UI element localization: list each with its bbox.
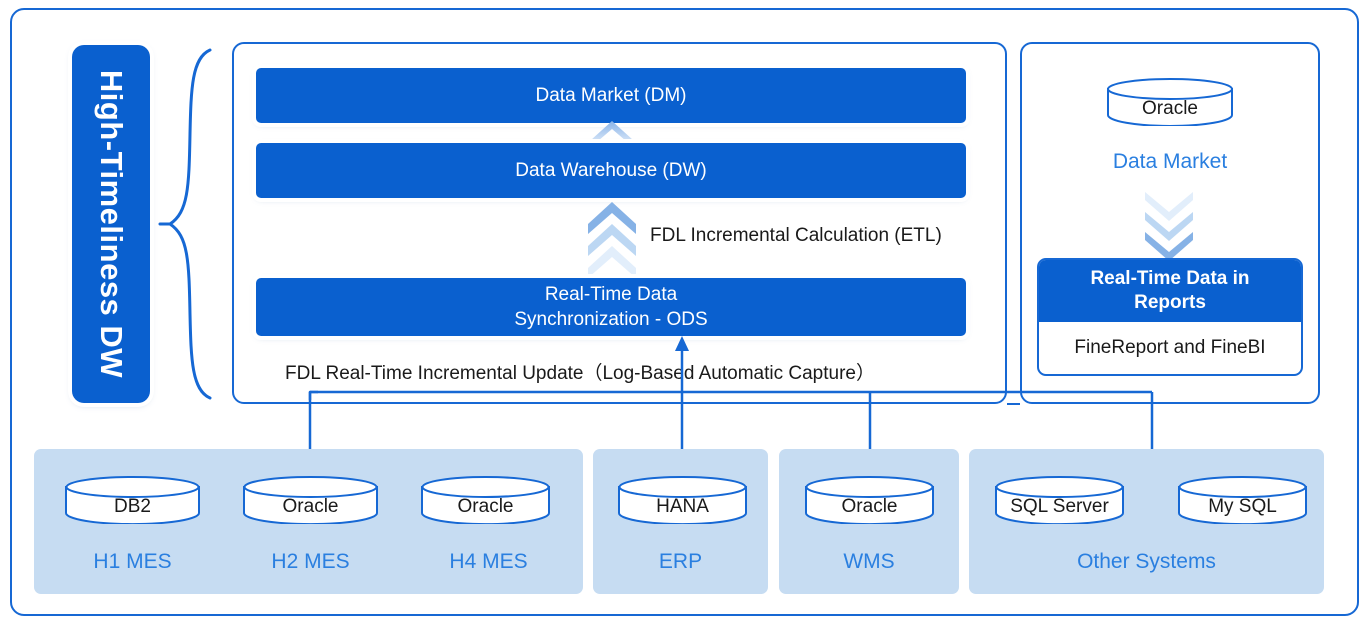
layer-data-warehouse-label: Data Warehouse (DW) (515, 160, 707, 181)
source-title-h4-mes: H4 MES (449, 550, 528, 573)
chevron-down-stack-icon (1145, 192, 1193, 258)
card-title-line2: Reports (1134, 292, 1206, 313)
etl-label: FDL Incremental Calculation (ETL) (650, 225, 942, 246)
layer-data-warehouse[interactable]: Data Warehouse (DW) (256, 143, 966, 198)
h4-db-label: Oracle (458, 496, 514, 517)
other-db-label-2: My SQL (1208, 496, 1277, 517)
card-title-line1: Real-Time Data in (1090, 268, 1250, 289)
source-title-h1-mes: H1 MES (93, 550, 172, 573)
database-cylinder-icon-h2: Oracle (243, 476, 378, 524)
fdl-realtime-label: FDL Real-Time Incremental Update（Log-Bas… (285, 363, 875, 384)
database-cylinder-icon-erp: HANA (618, 476, 747, 524)
database-cylinder-icon-h1: DB2 (65, 476, 200, 524)
source-title-wms: WMS (843, 550, 895, 573)
chevron-up-icon-dm-dw (591, 121, 633, 147)
h1-db-label: DB2 (114, 496, 151, 517)
realtime-reports-card-body: FineReport and FineBI (1074, 337, 1266, 358)
curly-brace-icon (158, 48, 212, 400)
layer-data-market[interactable]: Data Market (DM) (256, 68, 966, 123)
database-cylinder-icon-dm-oracle: Oracle (1107, 78, 1233, 126)
high-timeliness-dw-banner: High-Timeliness DW (72, 45, 150, 403)
layer-ods[interactable]: Real-Time Data Synchronization - ODS (256, 278, 966, 336)
database-cylinder-icon-h4: Oracle (421, 476, 550, 524)
layer-data-market-label: Data Market (DM) (535, 85, 687, 106)
layer-ods-label-line2: Synchronization - ODS (514, 309, 708, 330)
data-market-caption: Data Market (1112, 150, 1228, 173)
database-cylinder-icon-mysql: My SQL (1178, 476, 1307, 524)
layer-ods-label-line1: Real-Time Data (544, 284, 678, 305)
realtime-reports-card-title: Real-Time Data in Reports (1039, 260, 1301, 322)
banner-label: High-Timeliness DW (94, 69, 129, 379)
erp-db-label: HANA (656, 496, 709, 517)
realtime-reports-card[interactable]: Real-Time Data in Reports FineReport and… (1037, 258, 1303, 376)
database-cylinder-icon-sqlserver: SQL Server (995, 476, 1124, 524)
wms-db-label: Oracle (842, 496, 898, 517)
source-title-erp: ERP (658, 550, 703, 573)
other-db-label-1: SQL Server (1010, 496, 1109, 517)
h2-db-label: Oracle (283, 496, 339, 517)
source-title-h2-mes: H2 MES (271, 550, 350, 573)
database-cylinder-icon-wms: Oracle (805, 476, 934, 524)
source-title-other: Other Systems (1077, 550, 1216, 573)
dm-oracle-label: Oracle (1142, 98, 1198, 119)
chevron-up-stack-icon-etl (588, 202, 636, 276)
